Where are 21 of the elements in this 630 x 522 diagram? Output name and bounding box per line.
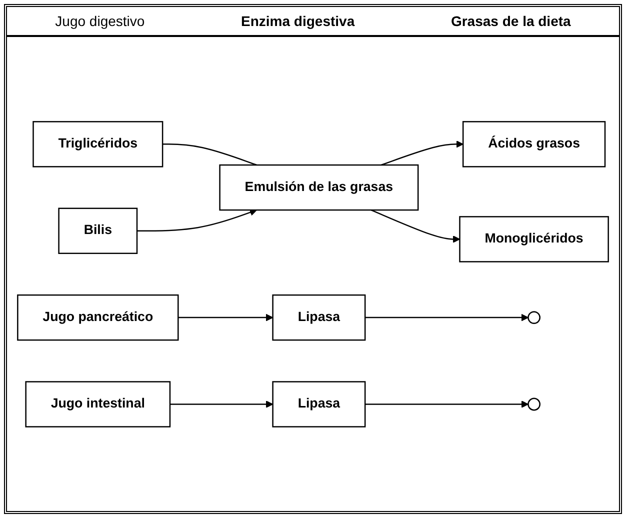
arrow xyxy=(365,314,529,321)
node-box xyxy=(462,120,606,168)
node-box xyxy=(459,216,609,262)
arrow xyxy=(381,140,464,166)
column-heading: Grasas de la dieta xyxy=(450,13,571,29)
column-heading: Enzima digestiva xyxy=(241,13,355,29)
node-box xyxy=(219,164,419,210)
node-box xyxy=(58,208,138,254)
arrow xyxy=(370,209,460,243)
node-box xyxy=(17,294,179,340)
connector xyxy=(162,143,257,166)
arrow xyxy=(178,314,274,321)
node-box xyxy=(32,120,164,168)
flowchart: Triglicéridos Bilis Emulsión de las grasas Jugo pancreático Lipasa Jugo intestinal Lipasa Ácidos grasos Monoglicéridos xyxy=(11,114,615,434)
node-box xyxy=(272,380,366,428)
node-box xyxy=(25,380,171,428)
column-heading: Jugo digestivo xyxy=(55,13,145,29)
arrow xyxy=(365,400,529,408)
node-box xyxy=(272,294,366,340)
arrow xyxy=(170,400,274,408)
arrow xyxy=(137,208,257,232)
